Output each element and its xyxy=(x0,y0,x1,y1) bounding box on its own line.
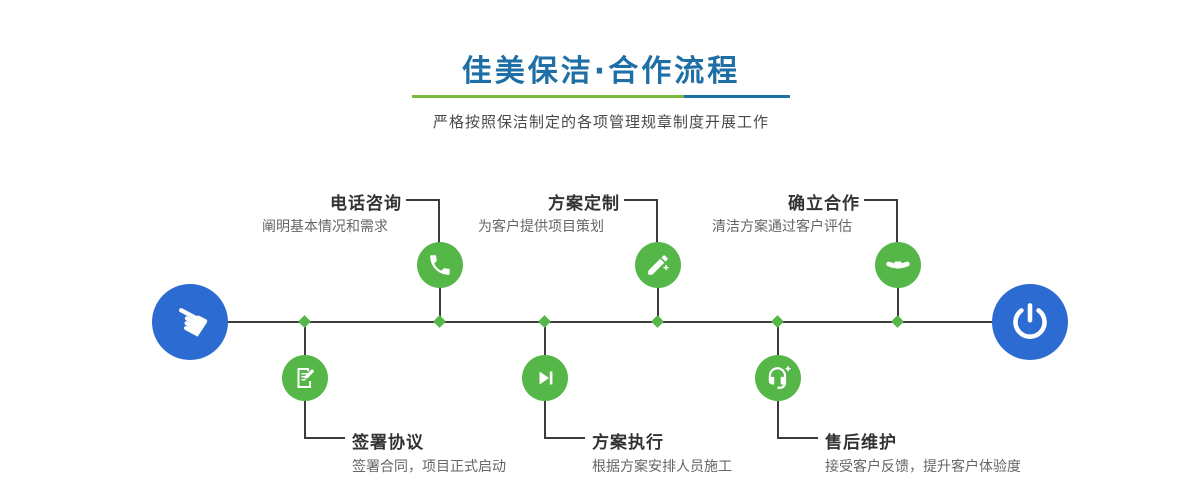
timeline-marker xyxy=(891,315,904,328)
step-title: 方案定制 xyxy=(548,194,620,214)
page-title: 佳美保洁·合作流程 xyxy=(461,54,741,89)
step-title: 电话咨询 xyxy=(330,194,402,214)
start-node: ☚ xyxy=(152,284,228,360)
connector xyxy=(624,199,658,201)
timeline-marker xyxy=(433,315,446,328)
contract-icon xyxy=(293,366,317,390)
step-desc: 接受客户反馈，提升客户体验度 xyxy=(825,459,1021,475)
step-title: 售后维护 xyxy=(825,433,897,453)
step-title: 方案执行 xyxy=(592,433,664,453)
title-divider xyxy=(412,95,790,98)
connector xyxy=(657,287,659,322)
play-icon xyxy=(533,366,557,390)
timeline-line xyxy=(190,321,1030,323)
pointing-hand-icon: ☚ xyxy=(162,291,219,353)
step-desc: 根据方案安排人员施工 xyxy=(592,459,732,475)
connector xyxy=(304,322,306,355)
step-node-aftersales xyxy=(755,355,801,401)
connector xyxy=(545,437,585,439)
connector xyxy=(406,199,440,201)
step-node-cooperation xyxy=(875,242,921,288)
step-desc: 清洁方案通过客户评估 xyxy=(712,219,852,235)
connector xyxy=(896,200,898,243)
page-subtitle: 严格按照保洁制定的各项管理规章制度开展工作 xyxy=(432,113,769,131)
timeline-marker xyxy=(651,315,664,328)
connector xyxy=(656,200,658,243)
step-desc: 签署合同，项目正式启动 xyxy=(352,459,506,475)
step-node-phone xyxy=(417,242,463,288)
timeline-marker xyxy=(771,315,784,328)
power-icon xyxy=(1009,301,1051,343)
connector xyxy=(438,200,440,243)
step-node-execution xyxy=(522,355,568,401)
divider-green-segment xyxy=(412,95,685,98)
connector xyxy=(778,437,818,439)
pencil-icon xyxy=(645,252,671,278)
timeline-marker xyxy=(298,315,311,328)
phone-icon xyxy=(427,252,453,278)
connector xyxy=(897,287,899,322)
step-node-contract xyxy=(282,355,328,401)
connector xyxy=(777,322,779,355)
step-desc: 为客户提供项目策划 xyxy=(478,219,604,235)
connector xyxy=(777,401,779,439)
end-node xyxy=(992,284,1068,360)
step-title: 签署协议 xyxy=(352,433,424,453)
connector xyxy=(439,287,441,322)
connector xyxy=(304,401,306,439)
headset-icon xyxy=(765,365,791,391)
divider-blue-segment xyxy=(684,95,790,98)
step-desc: 阐明基本情况和需求 xyxy=(262,219,388,235)
connector xyxy=(864,199,898,201)
connector xyxy=(305,437,345,439)
step-node-custom-plan xyxy=(635,242,681,288)
step-title: 确立合作 xyxy=(788,194,860,214)
timeline-marker xyxy=(538,315,551,328)
handshake-icon xyxy=(884,251,912,279)
connector xyxy=(544,401,546,439)
connector xyxy=(544,322,546,355)
